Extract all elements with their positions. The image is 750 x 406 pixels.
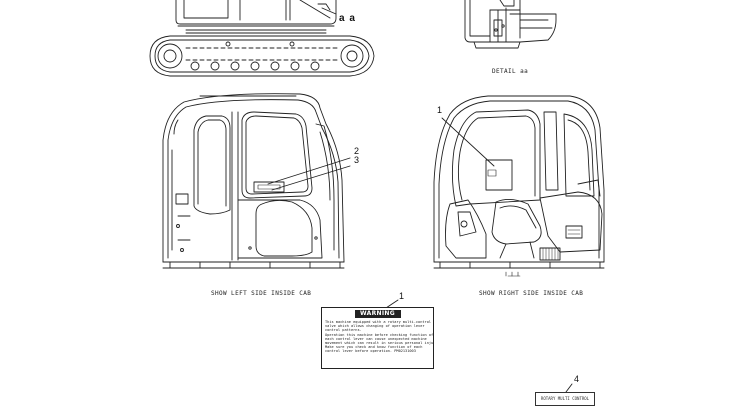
warning-line: each control lever can cause unexpected … bbox=[325, 336, 427, 341]
warning-line: control patterns. bbox=[325, 328, 362, 333]
warning-header: WARNING bbox=[354, 310, 401, 318]
rotary-multi-control-decal: ROTARY MULTI CONTROL bbox=[535, 392, 595, 406]
detail-aa-tag: a a bbox=[339, 13, 356, 24]
warning-line: movement which can result in serious per… bbox=[325, 341, 434, 346]
left-view-label: SHOW LEFT SIDE INSIDE CAB bbox=[211, 290, 312, 297]
warning-decal: WARNING This machine equipped with a rot… bbox=[321, 307, 434, 369]
callout-1-right-view: 1 bbox=[437, 105, 443, 115]
right-view-label: SHOW RIGHT SIDE INSIDE CAB bbox=[479, 290, 584, 297]
cab-right-side-view bbox=[433, 95, 605, 277]
detail-aa-label: DETAIL aa bbox=[492, 68, 529, 75]
cab-left-side-view bbox=[162, 93, 351, 269]
callout-1-decal: 1 bbox=[399, 291, 405, 301]
warning-line: control lever before operation. PM021310… bbox=[325, 349, 416, 354]
warning-line: Operation this machine before checking f… bbox=[325, 332, 434, 337]
detail-aa-view bbox=[464, 0, 557, 49]
callout-2: 2 bbox=[354, 146, 360, 156]
warning-line: valve which allows changing of operation… bbox=[325, 324, 425, 329]
warning-line: This machine equipped with a rotary mult… bbox=[325, 320, 432, 324]
warning-line: Make sure you check and know function of… bbox=[325, 345, 423, 350]
decal-4-text: ROTARY MULTI CONTROL bbox=[540, 396, 590, 401]
callout-4: 4 bbox=[574, 374, 580, 384]
callout-3: 3 bbox=[354, 155, 360, 165]
machine-side-view bbox=[149, 0, 375, 77]
